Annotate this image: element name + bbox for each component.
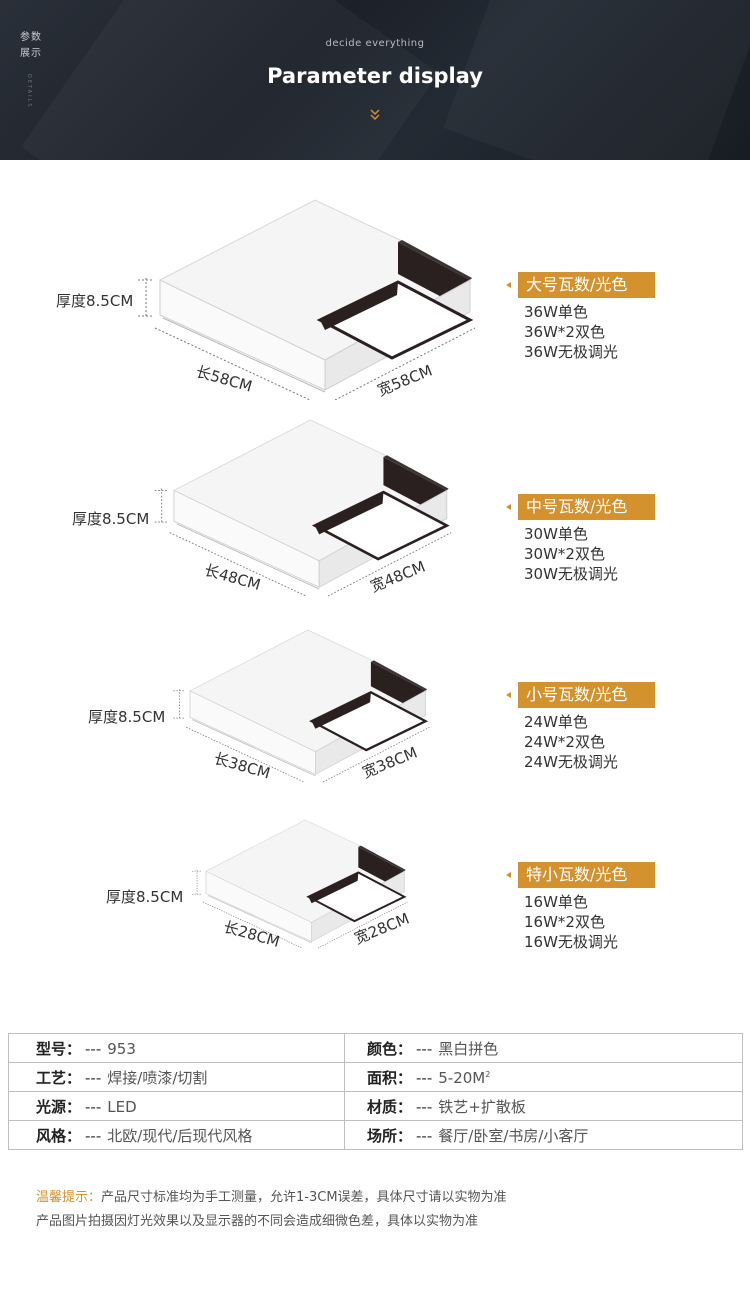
power-spec-item: 16W无极调光 [524,933,618,951]
power-specs: 16W单色 16W*2双色 16W无极调光 [524,892,618,952]
size-tag: 特小瓦数/光色 [518,862,655,888]
thickness-label: 厚度8.5CM [106,888,184,906]
width-label: 宽58CM [375,361,435,399]
power-spec-item: 24W无极调光 [524,753,618,771]
warm-tip-line1: 温馨提示：产品尺寸标准均为手工测量，允许1-3CM误差，具体尺寸请以实物为准 [36,1190,507,1205]
spec-cell: 工艺：---焊接/喷漆/切割 [8,1062,345,1092]
length-label: 长48CM [202,561,262,594]
banner-side-label: 参数 展示 [20,30,42,62]
size-tag: 小号瓦数/光色 [518,682,655,708]
header-banner: 参数 展示 DETAILS decide everything Paramete… [0,0,750,160]
power-spec-item: 30W单色 [524,525,588,543]
spec-cell: 场所：---餐厅/卧室/书房/小客厅 [344,1120,743,1150]
power-specs: 24W单色 24W*2双色 24W无极调光 [524,712,618,772]
banner-side-line1: 参数 [20,32,42,43]
power-specs: 30W单色 30W*2双色 30W无极调光 [524,524,618,584]
length-label: 长58CM [194,363,254,396]
spec-cell: 面积：---5-20M2 [344,1062,743,1092]
thickness-label: 厚度8.5CM [56,292,134,310]
power-spec-item: 36W单色 [524,303,588,321]
length-label: 长38CM [212,749,272,782]
power-specs: 36W单色 36W*2双色 36W无极调光 [524,302,618,362]
warm-tip-label: 温馨提示： [36,1190,102,1205]
tag-pointer-icon [506,692,511,698]
tag-pointer-icon [506,872,511,878]
table-row: 光源：---LED 材质：---铁艺+扩散板 [8,1091,743,1121]
banner-side-line2: 展示 [20,48,42,59]
ceiling-lamp-illustration: 长58CM 宽58CM [138,199,476,400]
power-spec-item: 16W单色 [524,893,588,911]
power-spec-item: 24W单色 [524,713,588,731]
table-row: 风格：---北欧/现代/后现代风格 场所：---餐厅/卧室/书房/小客厅 [8,1120,743,1150]
tag-pointer-icon [506,504,511,510]
thickness-label: 厚度8.5CM [88,708,166,726]
power-spec-item: 36W*2双色 [524,323,605,341]
banner-subtitle: decide everything [325,38,425,49]
double-chevron-down-icon [370,109,380,121]
warm-tip: 温馨提示：产品尺寸标准均为手工测量，允许1-3CM误差，具体尺寸请以实物为准 产… [36,1186,726,1234]
power-spec-item: 24W*2双色 [524,733,605,751]
spec-cell: 风格：---北欧/现代/后现代风格 [8,1120,345,1150]
size-tag: 大号瓦数/光色 [518,272,655,298]
spec-cell: 颜色：---黑白拼色 [344,1033,743,1063]
power-spec-item: 16W*2双色 [524,913,605,931]
banner-side-vertical: DETAILS [26,74,32,109]
spec-cell: 型号：---953 [8,1033,345,1063]
page-title: Parameter display [267,64,483,88]
table-row: 型号：---953 颜色：---黑白拼色 [8,1033,743,1063]
spec-table: 型号：---953 颜色：---黑白拼色 工艺：---焊接/喷漆/切割 面积：-… [8,1033,743,1150]
spec-cell: 材质：---铁艺+扩散板 [344,1091,743,1121]
spec-cell: 光源：---LED [8,1091,345,1121]
power-spec-item: 36W无极调光 [524,343,618,361]
thickness-label: 厚度8.5CM [72,510,150,528]
power-spec-item: 30W无极调光 [524,565,618,583]
width-label: 宽48CM [368,557,428,595]
product-row: 长58CM 宽58CM 厚度8.5CM 大号瓦数/光色 36W单色 36W*2双色 36W无… [0,190,750,400]
tag-pointer-icon [506,282,511,288]
ceiling-lamp-illustration: 长48CM 宽48CM [154,419,452,597]
power-spec-item: 30W*2双色 [524,545,605,563]
warm-tip-line2: 产品图片拍摄因灯光效果以及显示器的不同会造成细微色差，具体以实物为准 [36,1214,479,1229]
table-row: 工艺：---焊接/喷漆/切割 面积：---5-20M2 [8,1062,743,1092]
size-tag: 中号瓦数/光色 [518,494,655,520]
product-row: 长48CM 宽48CM 厚度8.5CM 中号瓦数/光色 30W单色 30W*2双色 30W无… [0,410,750,620]
